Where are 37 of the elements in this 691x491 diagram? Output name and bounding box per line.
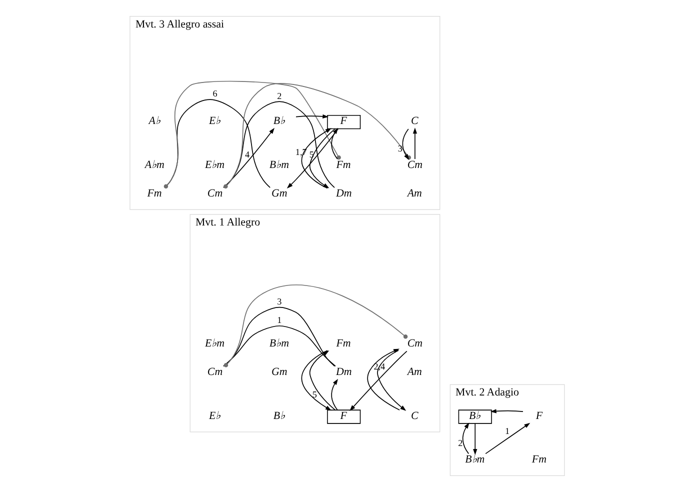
node-text: A♭m bbox=[144, 158, 164, 170]
node-text: E♭ bbox=[208, 114, 221, 127]
node-text: Fm bbox=[532, 453, 546, 466]
node-text: Cm bbox=[207, 366, 223, 378]
node-text: Gm bbox=[272, 186, 288, 199]
node-text: B♭m bbox=[269, 337, 289, 350]
node-text: E♭m bbox=[205, 337, 225, 350]
node-text: Fm bbox=[336, 158, 351, 170]
node-text: B♭m bbox=[465, 453, 485, 466]
edge-label: 2 bbox=[277, 90, 282, 100]
edge-label: 2 bbox=[458, 437, 463, 448]
edge-label: 1 bbox=[505, 425, 510, 436]
node-text: Cm bbox=[407, 337, 423, 350]
node-text: E♭ bbox=[208, 409, 221, 422]
node-text: F bbox=[536, 409, 543, 422]
node-text: E♭m bbox=[205, 158, 225, 170]
node-text: B♭m bbox=[269, 158, 289, 170]
edge-label: 1 bbox=[277, 314, 282, 325]
node-text: B♭ bbox=[273, 409, 286, 422]
edge-label: 3 bbox=[277, 296, 282, 306]
node-text: Dm bbox=[336, 186, 352, 199]
node-text: Gm bbox=[272, 366, 288, 378]
node-text: A♭ bbox=[148, 114, 160, 127]
node-text: C bbox=[411, 114, 418, 127]
edge-label: 5 bbox=[312, 389, 317, 400]
edge-label: 3 bbox=[398, 143, 402, 154]
node-text: Dm bbox=[336, 366, 352, 378]
node-text: Cm bbox=[207, 186, 223, 199]
edge-label: 4 bbox=[244, 148, 250, 159]
edge-label: 6 bbox=[212, 88, 218, 98]
node-text: Am bbox=[407, 186, 422, 199]
node-text: C bbox=[411, 409, 418, 422]
node-text: Fm bbox=[147, 186, 162, 199]
node-text: B♭ bbox=[273, 114, 286, 127]
node-text: Fm bbox=[336, 337, 351, 350]
node-text: Cm bbox=[407, 158, 423, 170]
node-text: Am bbox=[407, 366, 422, 378]
